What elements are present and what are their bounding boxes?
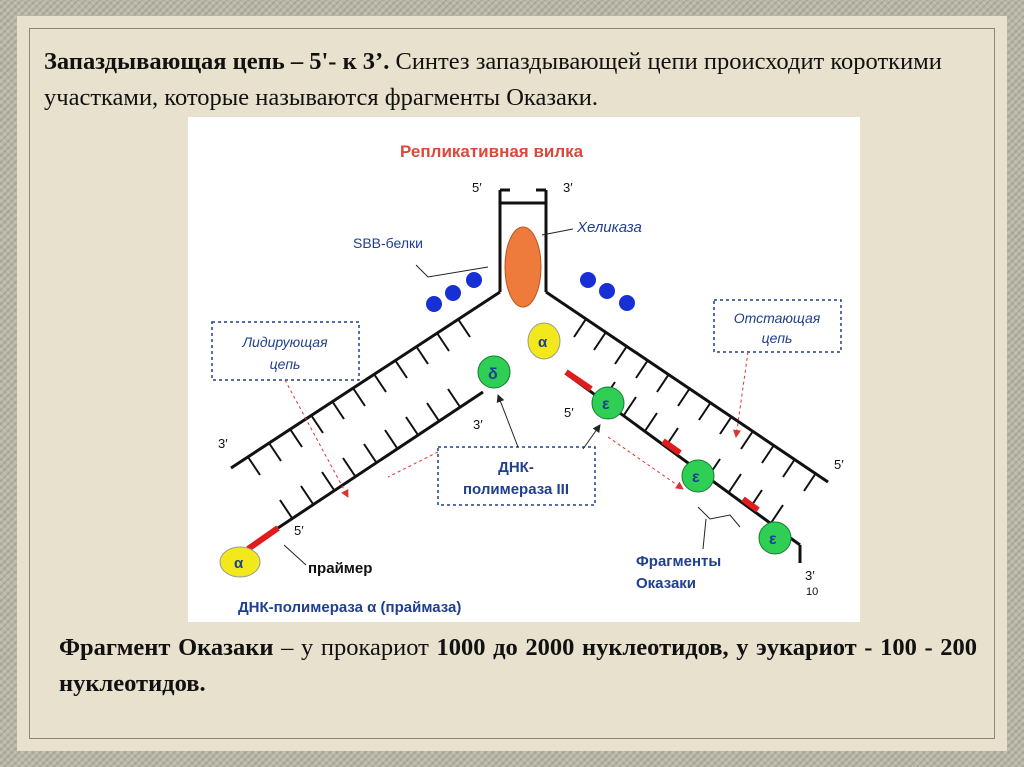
okazaki-size-paragraph: Фрагмент Оказаки – у прокариот 1000 до 2… bbox=[59, 630, 977, 702]
okazaki-label-2: Оказаки bbox=[636, 575, 696, 592]
alpha-label-lagging: α bbox=[538, 334, 548, 351]
pol3-box bbox=[437, 446, 596, 506]
helicase-enzyme bbox=[504, 226, 542, 308]
label-3prime-left: 3′ bbox=[218, 436, 228, 451]
primer-lagging-1 bbox=[564, 369, 593, 392]
helicase-label: Хеликаза bbox=[576, 219, 642, 236]
alpha-label-leading: α bbox=[234, 555, 244, 572]
slide-frame bbox=[29, 28, 995, 739]
page-number: 10 bbox=[806, 586, 818, 598]
ssb-proteins-right bbox=[580, 272, 635, 311]
okazaki-label-1: Фрагменты bbox=[636, 553, 721, 570]
intro-bold: Запаздывающая цепь – 5'- к 3’. bbox=[44, 48, 390, 75]
leading-strand-new bbox=[277, 388, 484, 530]
lagging-strand-label-1: Отстающая bbox=[734, 310, 821, 326]
fork-stem bbox=[498, 188, 548, 292]
delta-label: δ bbox=[488, 366, 498, 383]
label-3prime-top: 3′ bbox=[563, 180, 573, 195]
label-5prime-left: 5′ bbox=[294, 523, 304, 538]
okazaki-bold-1: Фрагмент Оказаки bbox=[59, 634, 274, 661]
leading-strand-template-bases bbox=[247, 318, 471, 476]
epsilon-label-3: ε bbox=[769, 531, 777, 548]
ssb-label: SBB-белки bbox=[353, 235, 423, 251]
ssb-proteins-left bbox=[426, 272, 482, 312]
leading-strand-template bbox=[230, 290, 501, 470]
okazaki-bold-2: 1000 до 2000 нуклеотидов, у эукариот - 1… bbox=[59, 634, 977, 697]
replication-fork-figure: Репликативная вилка 5′ 3′ Хеликаза SBB-б… bbox=[188, 117, 860, 622]
replication-fork-diagram: Репликативная вилка 5′ 3′ Хеликаза SBB-б… bbox=[211, 142, 844, 616]
label-5prime-top: 5′ bbox=[472, 180, 482, 195]
slide: Запаздывающая цепь – 5'- к 3’. Синтез за… bbox=[17, 16, 1007, 751]
epsilon-label-2: ε bbox=[692, 469, 700, 486]
polymerase-epsilon-2 bbox=[681, 459, 715, 493]
label-5prime-right: 5′ bbox=[834, 457, 844, 472]
okazaki-text: – у прокариот bbox=[273, 634, 437, 661]
primer-lagging-2 bbox=[661, 438, 682, 456]
primer-label: праймер bbox=[308, 560, 372, 577]
label-3prime-leading-end: 3′ bbox=[473, 417, 483, 432]
intro-paragraph: Запаздывающая цепь – 5'- к 3’. Синтез за… bbox=[44, 44, 964, 116]
primase-alpha-lagging bbox=[527, 322, 561, 360]
polymerase-delta bbox=[477, 355, 511, 389]
pol3-label-1: ДНК- bbox=[498, 459, 534, 476]
epsilon-label-1: ε bbox=[602, 396, 610, 413]
pol3-label-2: полимераза III bbox=[463, 481, 569, 498]
lagging-strand-label-2: цепь bbox=[762, 330, 793, 346]
leading-strand-label-1: Лидирующая bbox=[241, 334, 328, 350]
primase-alpha-leading bbox=[219, 546, 261, 578]
intro-text: Синтез запаздывающей цепи происходит кор… bbox=[44, 48, 942, 111]
label-3prime-right: 3′ bbox=[805, 568, 815, 583]
diagram-title: Репликативная вилка bbox=[400, 142, 584, 161]
polymerase-epsilon-3 bbox=[758, 521, 792, 555]
label-5prime-lagging: 5′ bbox=[564, 405, 574, 420]
lagging-strand-box bbox=[713, 299, 842, 353]
polymerase-epsilon-1 bbox=[591, 386, 625, 420]
primase-label: ДНК-полимераза α (праймаза) bbox=[238, 599, 461, 616]
lagging-strand-template bbox=[545, 290, 829, 492]
primer-lagging-3 bbox=[741, 496, 760, 513]
leading-strand-label-2: цепь bbox=[270, 356, 301, 372]
primer-leading bbox=[246, 525, 280, 552]
